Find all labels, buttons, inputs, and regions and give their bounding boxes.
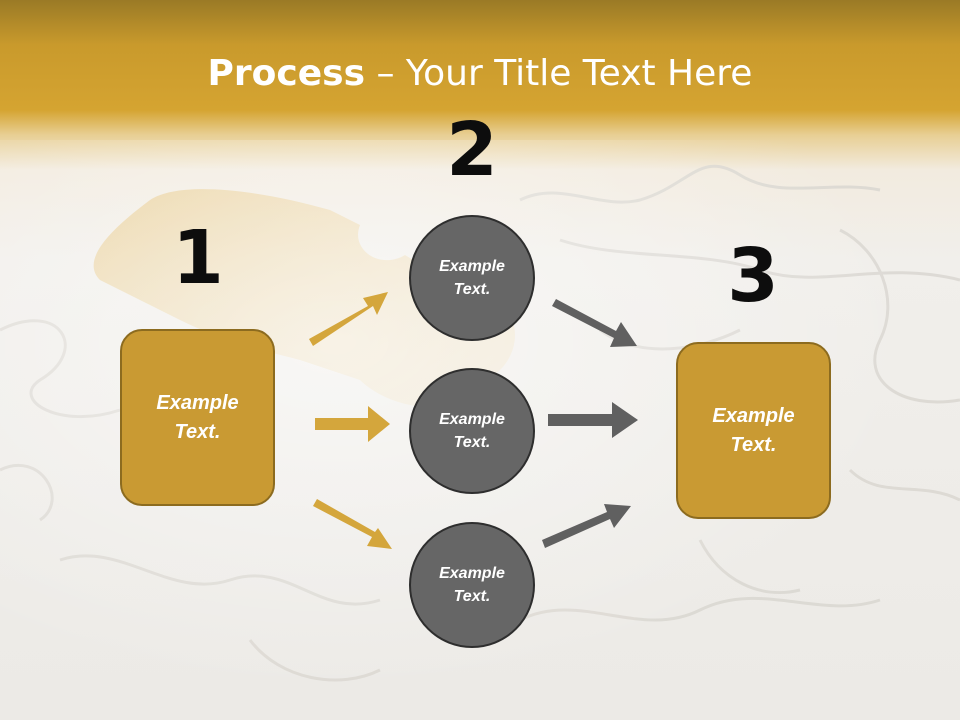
step-number-1: 1 <box>172 215 224 301</box>
circle-center-line1: Example <box>439 411 505 428</box>
end-box-line1: Example <box>712 404 795 427</box>
title-bold-part: Process <box>207 53 366 94</box>
end-text-box: Example Text. <box>676 342 831 519</box>
middle-circle-bottom: Example Text. <box>409 522 535 648</box>
start-box-line2: Text. <box>174 420 221 443</box>
start-text-box: Example Text. <box>120 329 275 506</box>
start-box-line1: Example <box>156 391 239 414</box>
middle-circle-center: Example Text. <box>409 368 535 494</box>
title-rest-part: – Your Title Text Here <box>365 53 753 94</box>
circle-bottom-line1: Example <box>439 565 505 582</box>
circle-top-line1: Example <box>439 258 505 275</box>
middle-circle-top: Example Text. <box>409 215 535 341</box>
slide-title: Process – Your Title Text Here <box>0 52 960 96</box>
end-box-line2: Text. <box>730 433 777 456</box>
circle-bottom-line2: Text. <box>453 588 491 605</box>
step-number-2: 2 <box>446 107 498 193</box>
step-number-3: 3 <box>727 233 779 319</box>
circle-top-line2: Text. <box>453 281 491 298</box>
circle-center-line2: Text. <box>453 434 491 451</box>
